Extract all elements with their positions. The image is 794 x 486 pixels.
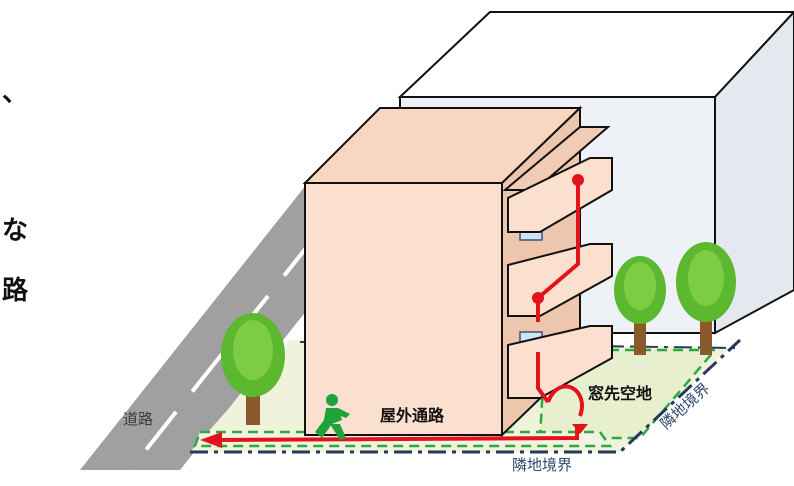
route-arrow-head [200,432,222,448]
boundary-bottom-label: 隣地境界 [512,456,573,474]
window-open-space-label: 窓先空地 [588,384,653,403]
route-mid-dot [532,292,544,304]
running-man-icon [315,394,350,440]
road-label: 道路 [123,410,154,428]
cropped-text-1: 、 [2,78,29,108]
neighbor-boundary-line [190,338,742,454]
cropped-text-2: な [2,216,29,246]
outdoor-passage-label: 屋外通路 [380,406,445,425]
tree-icon [221,313,285,425]
route-arrow-head-2 [572,424,588,434]
tree-icon [614,256,666,355]
cropped-text-3: 路 [2,276,29,306]
tree-icon [676,242,736,355]
route-start-dot [572,174,584,186]
